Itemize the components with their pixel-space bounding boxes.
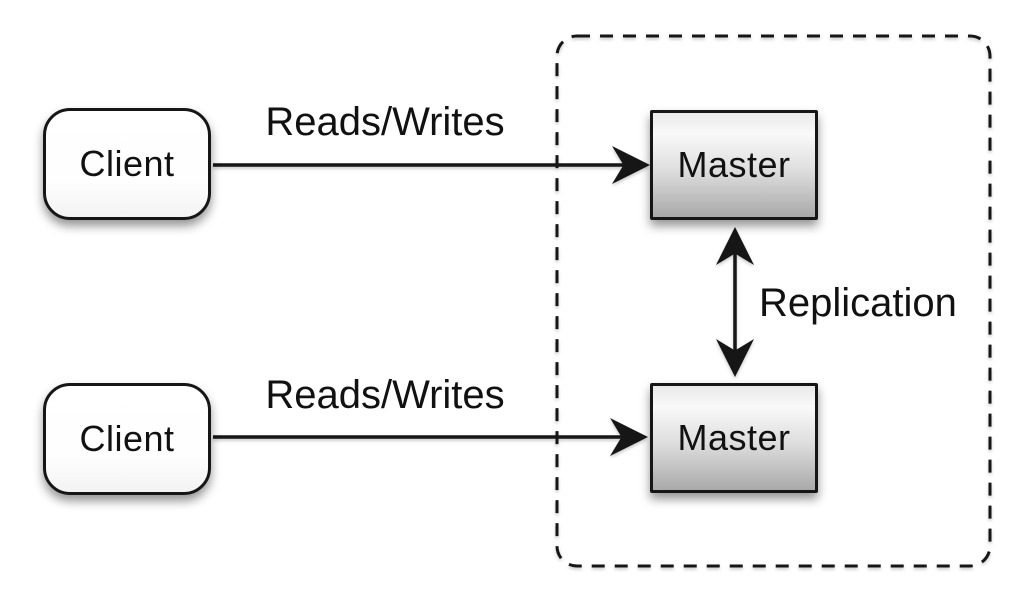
master-node-bottom-label: Master	[677, 417, 791, 458]
arrow-replication	[716, 227, 754, 377]
edge-label-reads-writes-top: Reads/Writes	[265, 100, 505, 144]
edge-label-reads-writes-bottom: Reads/Writes	[265, 373, 505, 417]
client-node-bottom-label: Client	[79, 418, 175, 459]
master-node-top: Master	[650, 110, 818, 220]
edge-label-replication: Replication	[759, 281, 957, 325]
arrowhead-down-icon	[716, 339, 754, 377]
client-node-bottom: Client	[43, 383, 211, 495]
master-node-top-label: Master	[677, 144, 791, 185]
arrow-reads-writes-top	[213, 146, 650, 184]
arrow-reads-writes-bottom	[213, 418, 648, 456]
arrowhead-up-icon	[716, 227, 754, 265]
arrowhead-right-icon	[612, 146, 650, 184]
replication-group-boundary	[555, 34, 992, 568]
arrowhead-right-icon	[610, 418, 648, 456]
client-node-top-label: Client	[79, 143, 175, 184]
master-node-bottom: Master	[650, 383, 818, 493]
client-node-top: Client	[43, 108, 211, 220]
